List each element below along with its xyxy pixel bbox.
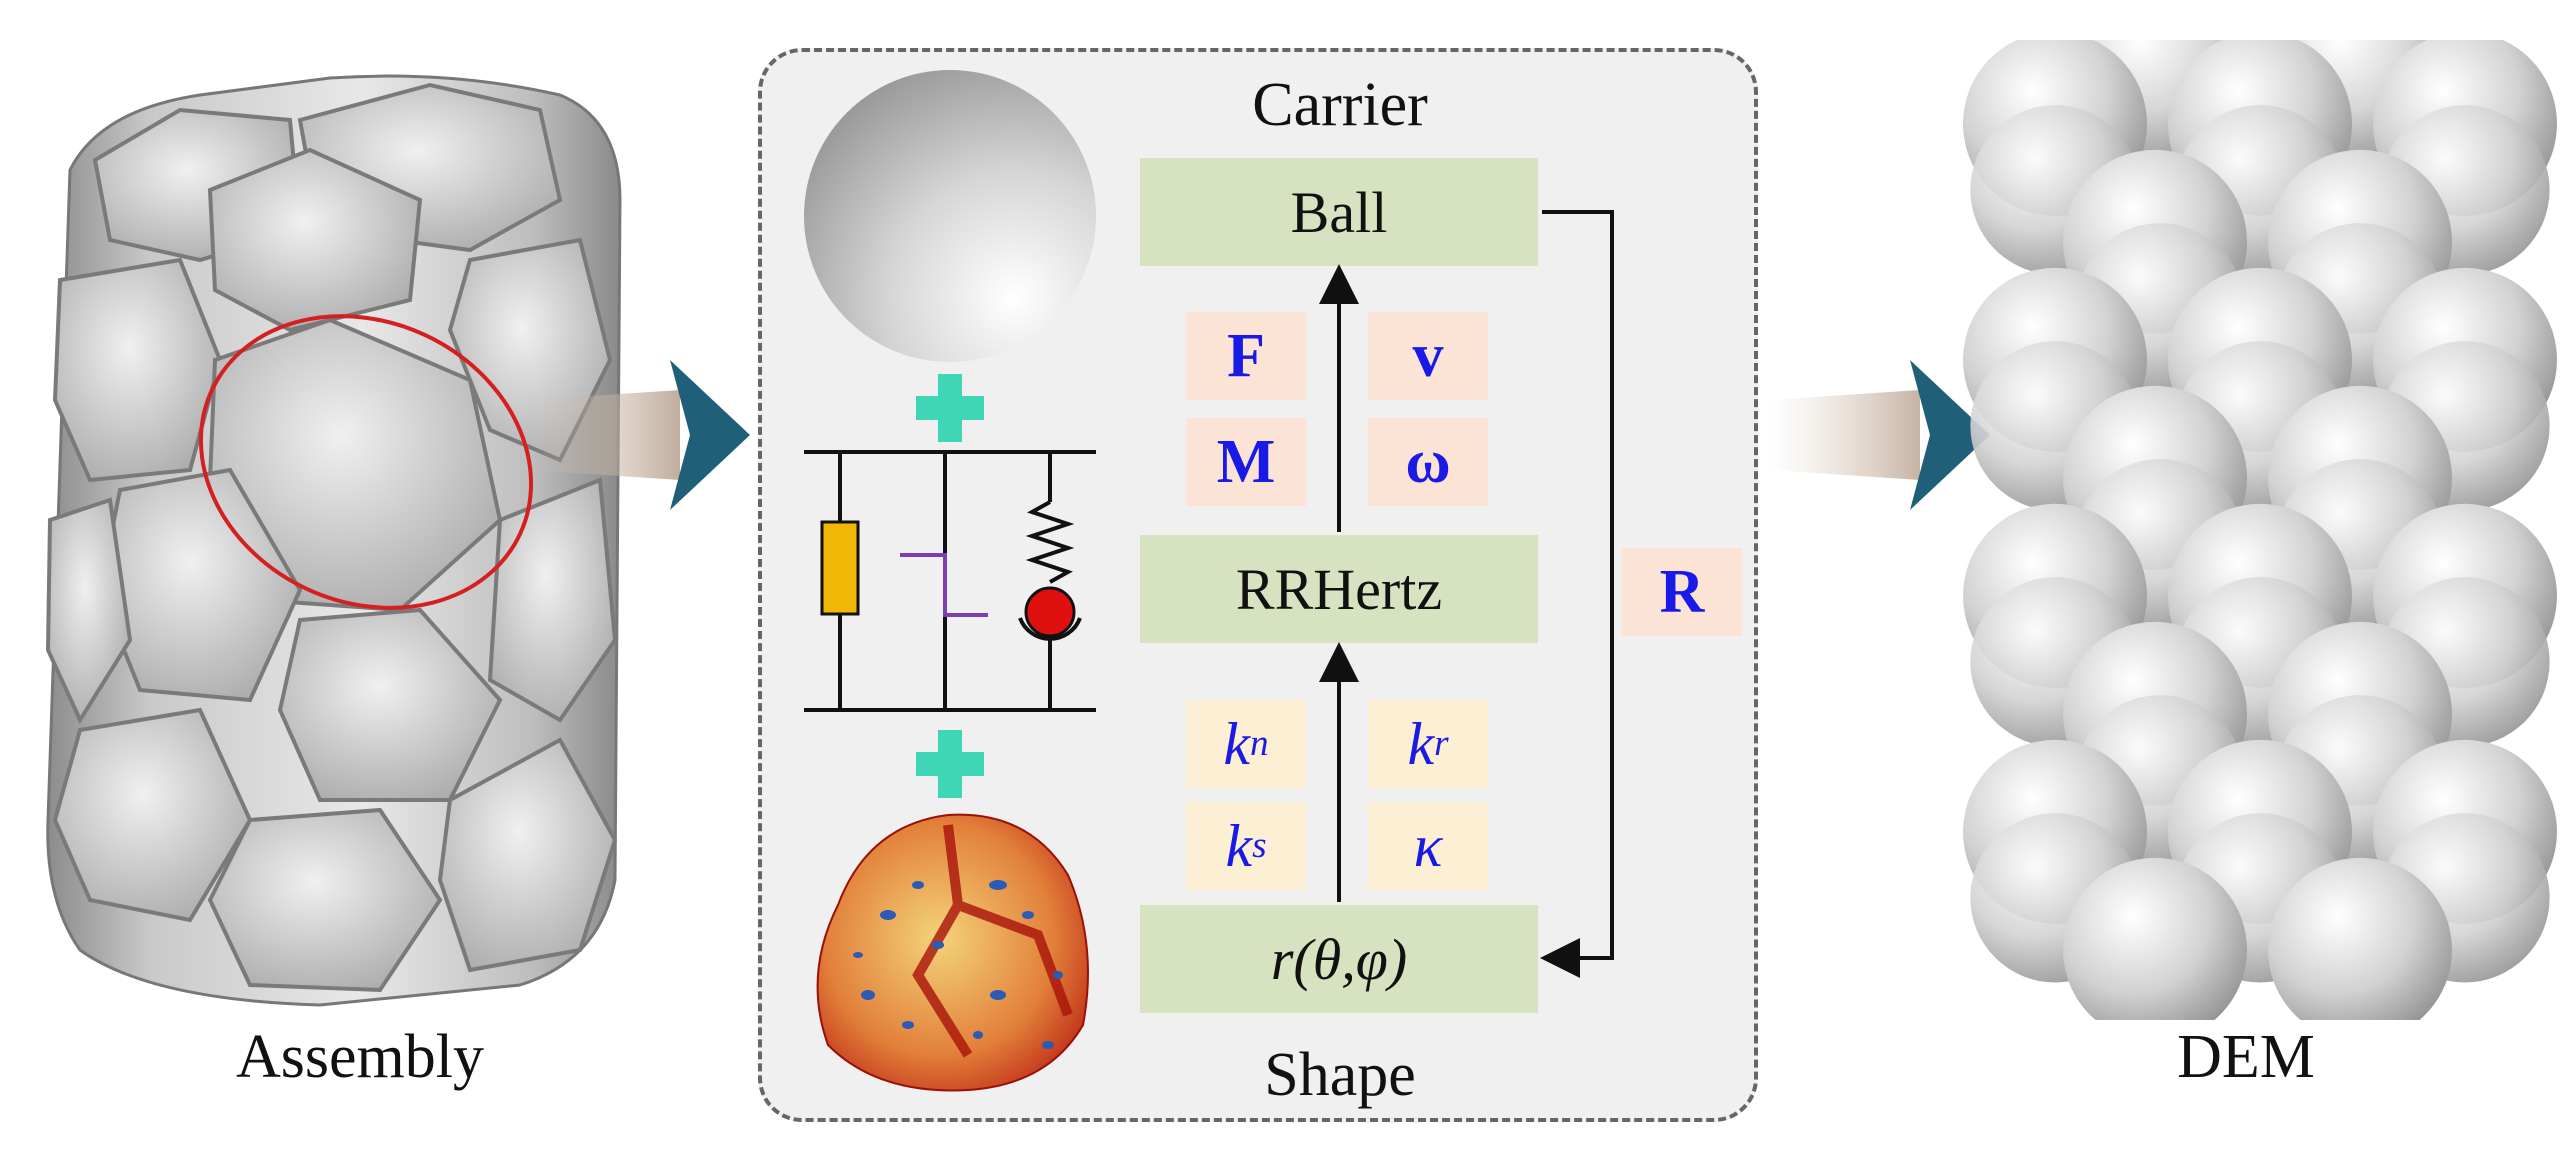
highlight-ellipse <box>198 314 534 610</box>
ball-box: Ball <box>1140 158 1538 266</box>
plus-icon <box>916 374 984 442</box>
force-symbol: F <box>1186 312 1306 400</box>
velocity-symbol: v <box>1368 312 1488 400</box>
dem-label: DEM <box>2177 1023 2315 1091</box>
feedback-arrow-icon <box>1540 210 1614 978</box>
dem-sphere <box>2268 857 2452 1020</box>
angular-velocity-symbol: ω <box>1368 418 1488 506</box>
dashpot-icon <box>820 520 860 616</box>
sphere-icon <box>804 70 1096 362</box>
flow-arrow-right-icon <box>1770 360 1990 510</box>
shape-function-text: r(θ,φ) <box>1270 926 1408 992</box>
radius-symbol: R <box>1622 548 1742 636</box>
dem-sphere <box>2063 857 2247 1020</box>
spring-ball-icon <box>1024 586 1076 638</box>
rrhertz-box: RRHertz <box>1140 535 1538 643</box>
contact-model-schematic <box>804 450 1096 712</box>
assembly-label: Assembly <box>236 1023 484 1091</box>
plus-icon <box>916 730 984 798</box>
particle-shape-image <box>816 813 1089 1092</box>
kappa-symbol: κ <box>1368 802 1488 890</box>
slider-icon <box>900 553 988 617</box>
moment-symbol: M <box>1186 418 1306 506</box>
flow-arrow-left-icon <box>530 360 750 510</box>
carrier-label: Carrier <box>1252 71 1428 139</box>
dem-sphere-assembly <box>1963 40 2557 1020</box>
shape-label: Shape <box>1264 1041 1416 1109</box>
shape-function-box: r(θ,φ) <box>1140 905 1538 1013</box>
